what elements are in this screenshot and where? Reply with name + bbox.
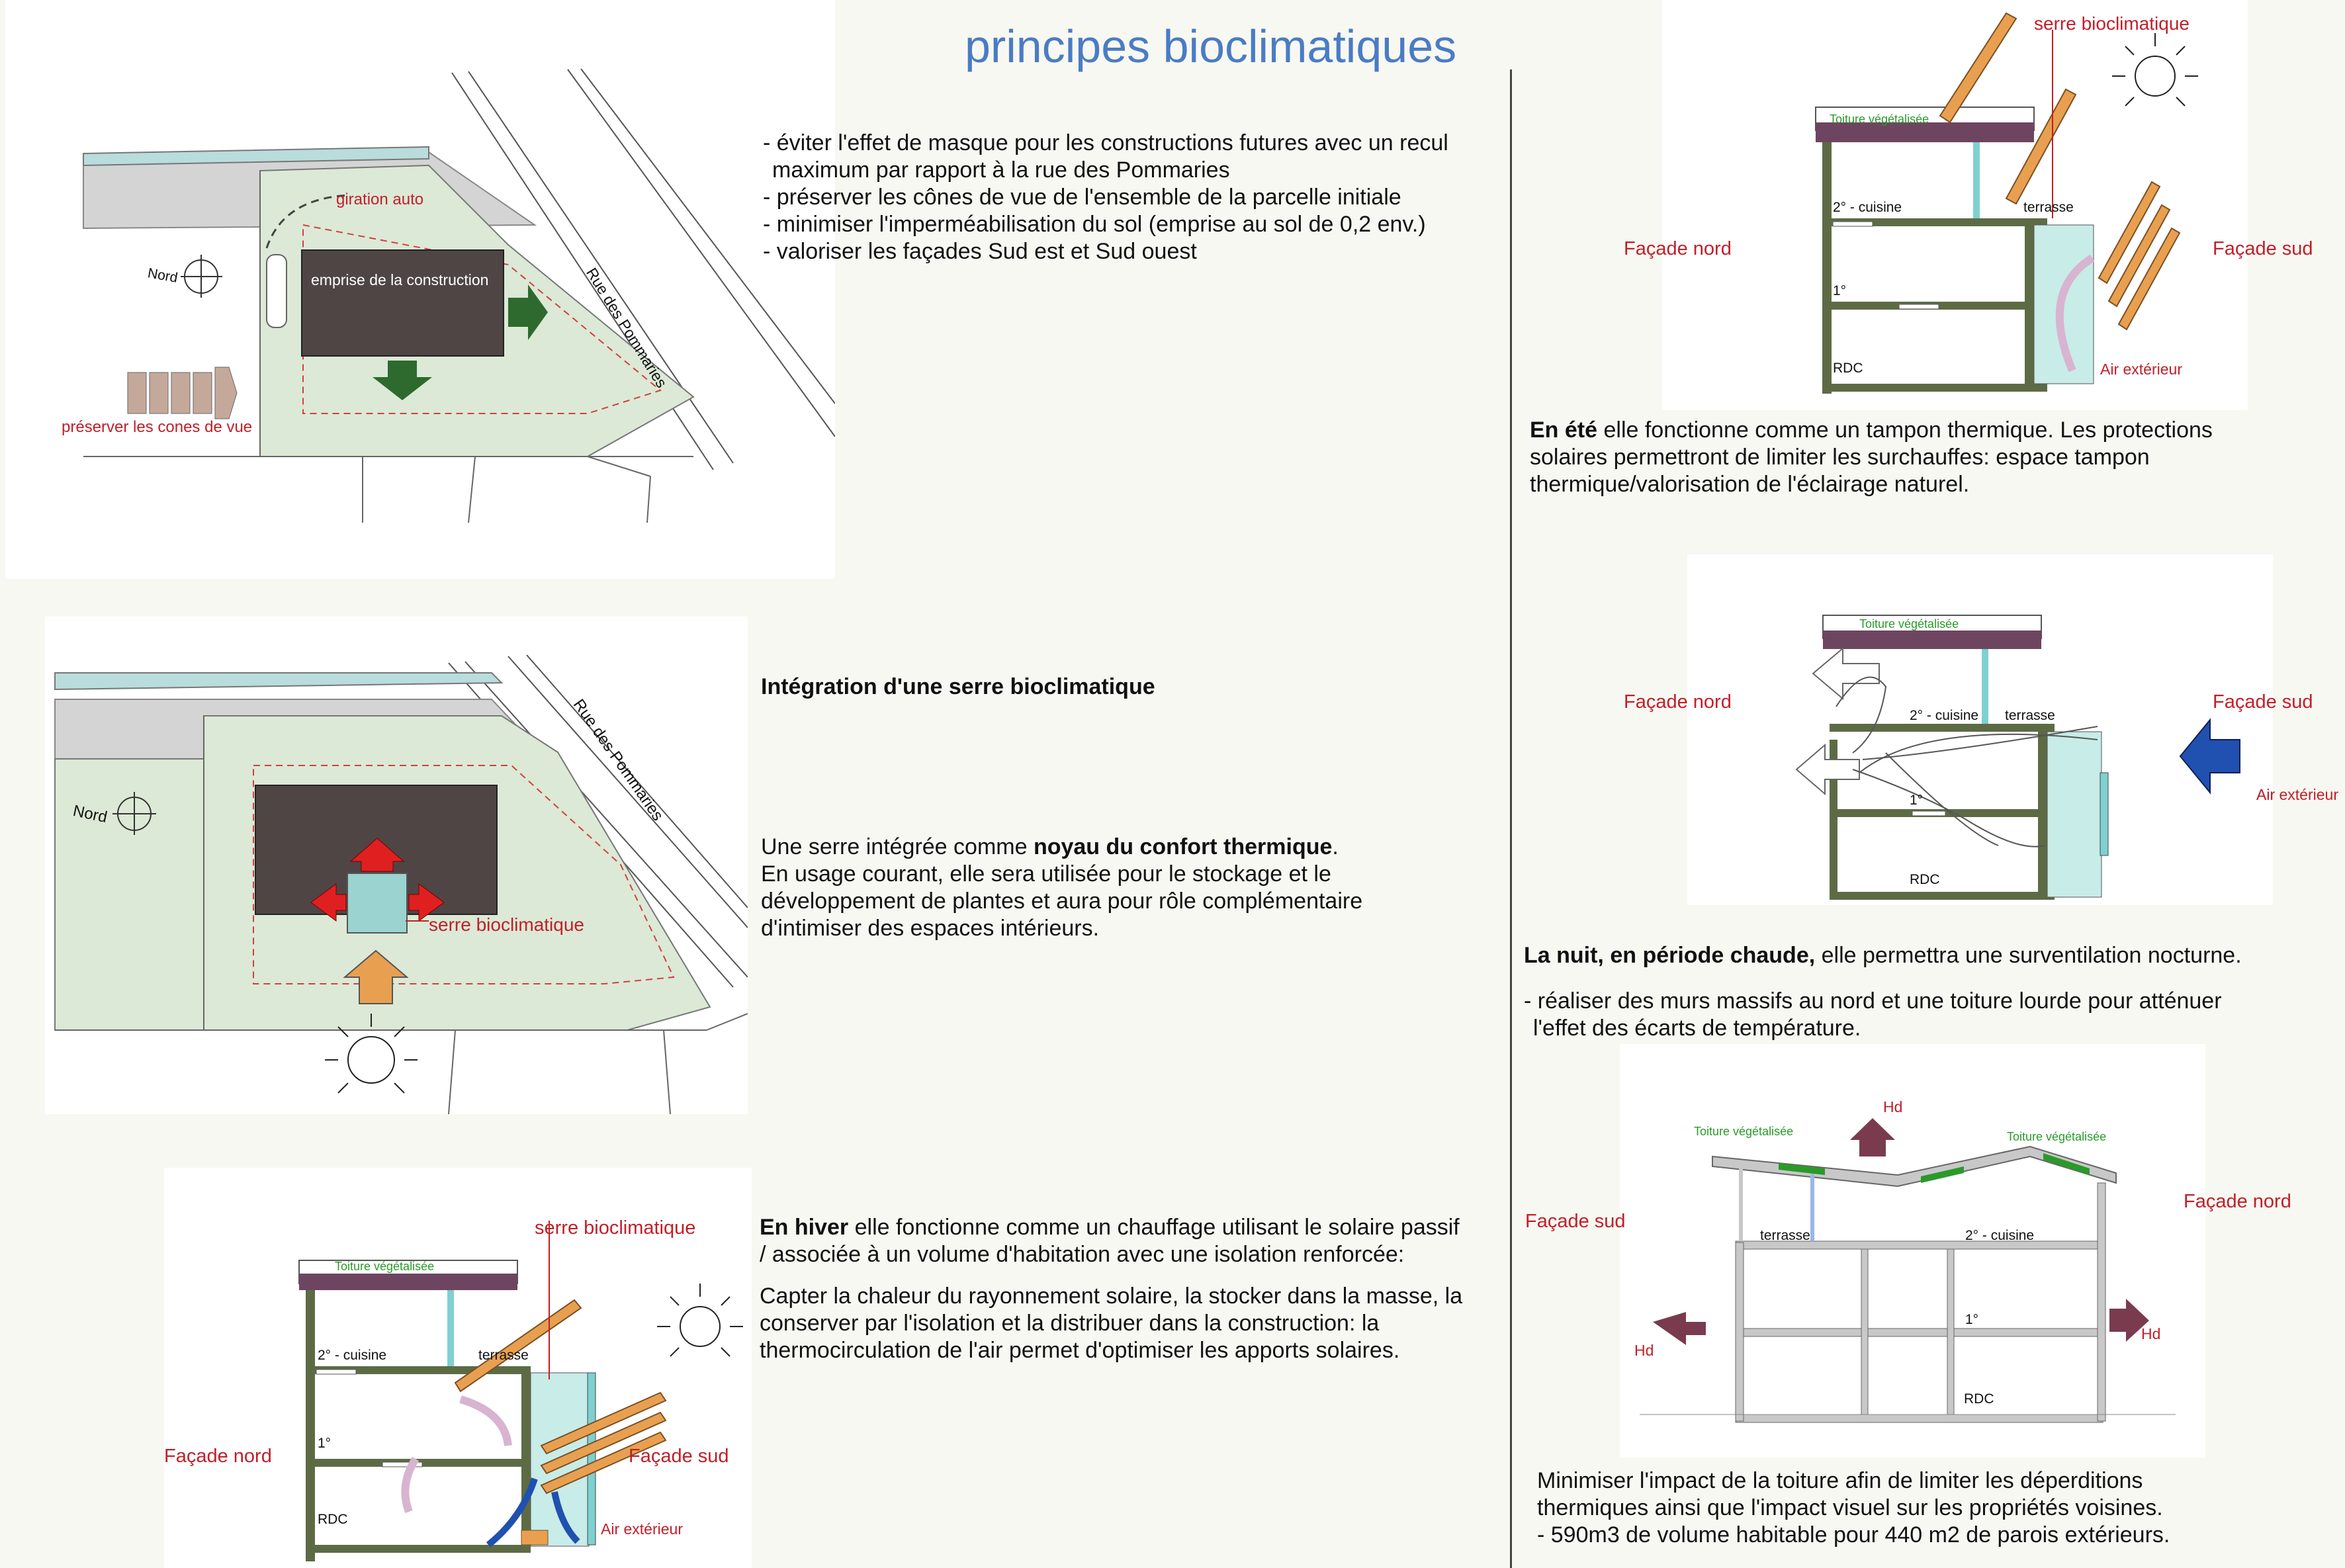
rdc-label-t: RDC [1964, 1391, 1994, 1407]
intro-line: - minimiser l'imperméabilisation du sol … [763, 212, 1426, 237]
column-divider [1510, 69, 1512, 1568]
cones-label: préserver les cones de vue [62, 418, 253, 436]
intro-line: - éviter l'effet de masque pour les cons… [763, 130, 1448, 155]
winter-line2: / associée à un volume d'habitation avec… [760, 1242, 1405, 1267]
roof-label-w: Toiture végétalisée [335, 1260, 435, 1273]
serre-p1-prefix: Une serre intégrée comme [761, 834, 1034, 859]
facade-nord-w: Façade nord [164, 1446, 272, 1467]
serre-p1-bold: noyau du confort thermique [1033, 834, 1333, 859]
roof-text: Minimiser l'impact de la toiture afin de… [1537, 1467, 2170, 1549]
terrace-label-n: terrasse [2005, 708, 2055, 723]
site-plan-panel: giration auto emprise de la construction… [5, 0, 835, 579]
facade-sud-n: Façade sud [2213, 691, 2313, 713]
level2-label-s: 2° - cuisine [1833, 200, 1902, 215]
serre-label-w: serre bioclimatique [535, 1217, 696, 1239]
hd-top: Hd [1883, 1098, 1903, 1115]
facade-sud-s: Façade sud [2213, 238, 2313, 259]
serre-label: serre bioclimatique [429, 914, 584, 935]
winter-text: En hiver elle fonctionne comme un chauff… [760, 1214, 1462, 1364]
roof-line: thermiques ainsi que l'impact visuel sur… [1537, 1495, 2163, 1520]
winter-section-panel: Toiture végétalisée serre bioclimatique … [164, 1168, 752, 1568]
winter-bold: En hiver [760, 1215, 849, 1240]
facade-nord-s: Façade nord [1624, 238, 1732, 259]
summer-section-panel: serre bioclimatique Toiture végétalisée … [1662, 0, 2248, 410]
hd-right: Hd [2141, 1325, 2161, 1342]
roof-label-n: Toiture végétalisée [1859, 617, 1959, 631]
rdc-label-n: RDC [1910, 872, 1940, 887]
night-text: La nuit, en période chaude, elle permett… [1524, 942, 2242, 1042]
facade-sud-t: Façade sud [1525, 1211, 1626, 1232]
serre-text: Une serre intégrée comme noyau du confor… [761, 834, 1362, 942]
night-section-drawing [1795, 615, 2240, 900]
terrace-label-s: terrasse [2023, 200, 2074, 215]
site-plan-drawing [83, 68, 835, 523]
serre-p1-suffix: . [1332, 834, 1339, 859]
winter-section-drawing [298, 1221, 743, 1561]
serre-label-s: serre bioclimatique [2034, 13, 2190, 34]
level1-label-t: 1° [1965, 1312, 1979, 1327]
serre-line: En usage courant, elle sera utilisée pou… [761, 861, 1331, 887]
summer-line1: elle fonctionne comme un tampon thermiqu… [1597, 417, 2213, 443]
level2-label-w: 2° - cuisine [318, 1348, 387, 1363]
level2-label-t: 2° - cuisine [1965, 1228, 2035, 1243]
night-line: l'effet des écarts de température. [1533, 1016, 1861, 1041]
intro-line: maximum par rapport à la rue des Pommari… [772, 157, 1230, 183]
level1-label-w: 1° [318, 1436, 332, 1451]
summer-line: thermique/valorisation de l'éclairage na… [1530, 472, 1970, 497]
winter-line: thermocirculation de l'air permet d'opti… [760, 1338, 1400, 1363]
level1-label-s: 1° [1833, 283, 1847, 298]
level1-label-n: 1° [1910, 793, 1924, 808]
roof-section-drawing [1640, 1118, 2176, 1423]
summer-text: En été elle fonctionne comme un tampon t… [1530, 417, 2213, 498]
hd-left: Hd [1634, 1342, 1654, 1359]
roof-line: Minimiser l'impact de la toiture afin de… [1537, 1468, 2143, 1493]
serre-heading: Intégration d'une serre bioclimatique [761, 674, 1155, 699]
intro-line: - préserver les cônes de vue de l'ensemb… [763, 185, 1401, 210]
air-label-w: Air extérieur [601, 1520, 683, 1538]
rdc-label-s: RDC [1833, 361, 1863, 376]
serre-line: d'intimiser des espaces intérieurs. [761, 916, 1100, 941]
summer-bold: En été [1530, 417, 1598, 443]
winter-line: conserver par l'isolation et la distribu… [760, 1311, 1380, 1336]
intro-line: - valoriser les façades Sud est et Sud o… [763, 239, 1197, 264]
roof-line: - 590m3 de volume habitable pour 440 m2 … [1537, 1522, 2170, 1547]
night-line1: elle permettra une surventilation noctur… [1815, 943, 2242, 968]
roof-section-panel: Toiture végétalisée Toiture végétalisée … [1620, 1044, 2205, 1458]
winter-line: Capter la chaleur du rayonnement solaire… [760, 1284, 1463, 1309]
roof-label-s: Toiture végétalisée [1830, 112, 1929, 126]
night-section-panel: Toiture végétalisée 2° - cuisine terrass… [1687, 554, 2273, 905]
serre-line: développement de plantes et aura pour rô… [761, 889, 1363, 914]
air-label-s: Air extérieur [2100, 361, 2182, 378]
summer-section-drawing [1815, 12, 2198, 394]
level2-label-n: 2° - cuisine [1910, 708, 1979, 723]
summer-line: solaires permettront de limiter les surc… [1530, 445, 2150, 470]
giration-label: giration auto [336, 191, 424, 208]
terrace-label-w: terrasse [478, 1348, 529, 1363]
terrace-label-t: terrasse [1760, 1228, 1810, 1243]
facade-sud-w: Façade sud [629, 1446, 729, 1467]
page-title: principes bioclimatiques [965, 21, 1457, 72]
night-bold: La nuit, en période chaude, [1524, 943, 1816, 968]
facade-nord-t: Façade nord [2184, 1191, 2291, 1212]
emprise-label: emprise de la construction [311, 271, 489, 288]
facade-nord-n: Façade nord [1624, 691, 1732, 713]
serre-plan-panel: serre bioclimatique Nord Rue des Pommari… [45, 617, 748, 1114]
intro-text: - éviter l'effet de masque pour les cons… [763, 130, 1448, 265]
night-line: - réaliser des murs massifs au nord et u… [1524, 988, 2222, 1014]
roof-label-t1: Toiture végétalisée [1694, 1125, 1794, 1138]
air-label-n: Air extérieur [2256, 786, 2273, 803]
winter-line1: elle fonctionne comme un chauffage utili… [848, 1215, 1460, 1240]
air-label-n2: Air extérieur [2256, 786, 2338, 803]
rdc-label-w: RDC [318, 1512, 348, 1527]
roof-label-t2: Toiture végétalisée [2007, 1130, 2107, 1143]
serre-plan-drawing [54, 654, 748, 1114]
